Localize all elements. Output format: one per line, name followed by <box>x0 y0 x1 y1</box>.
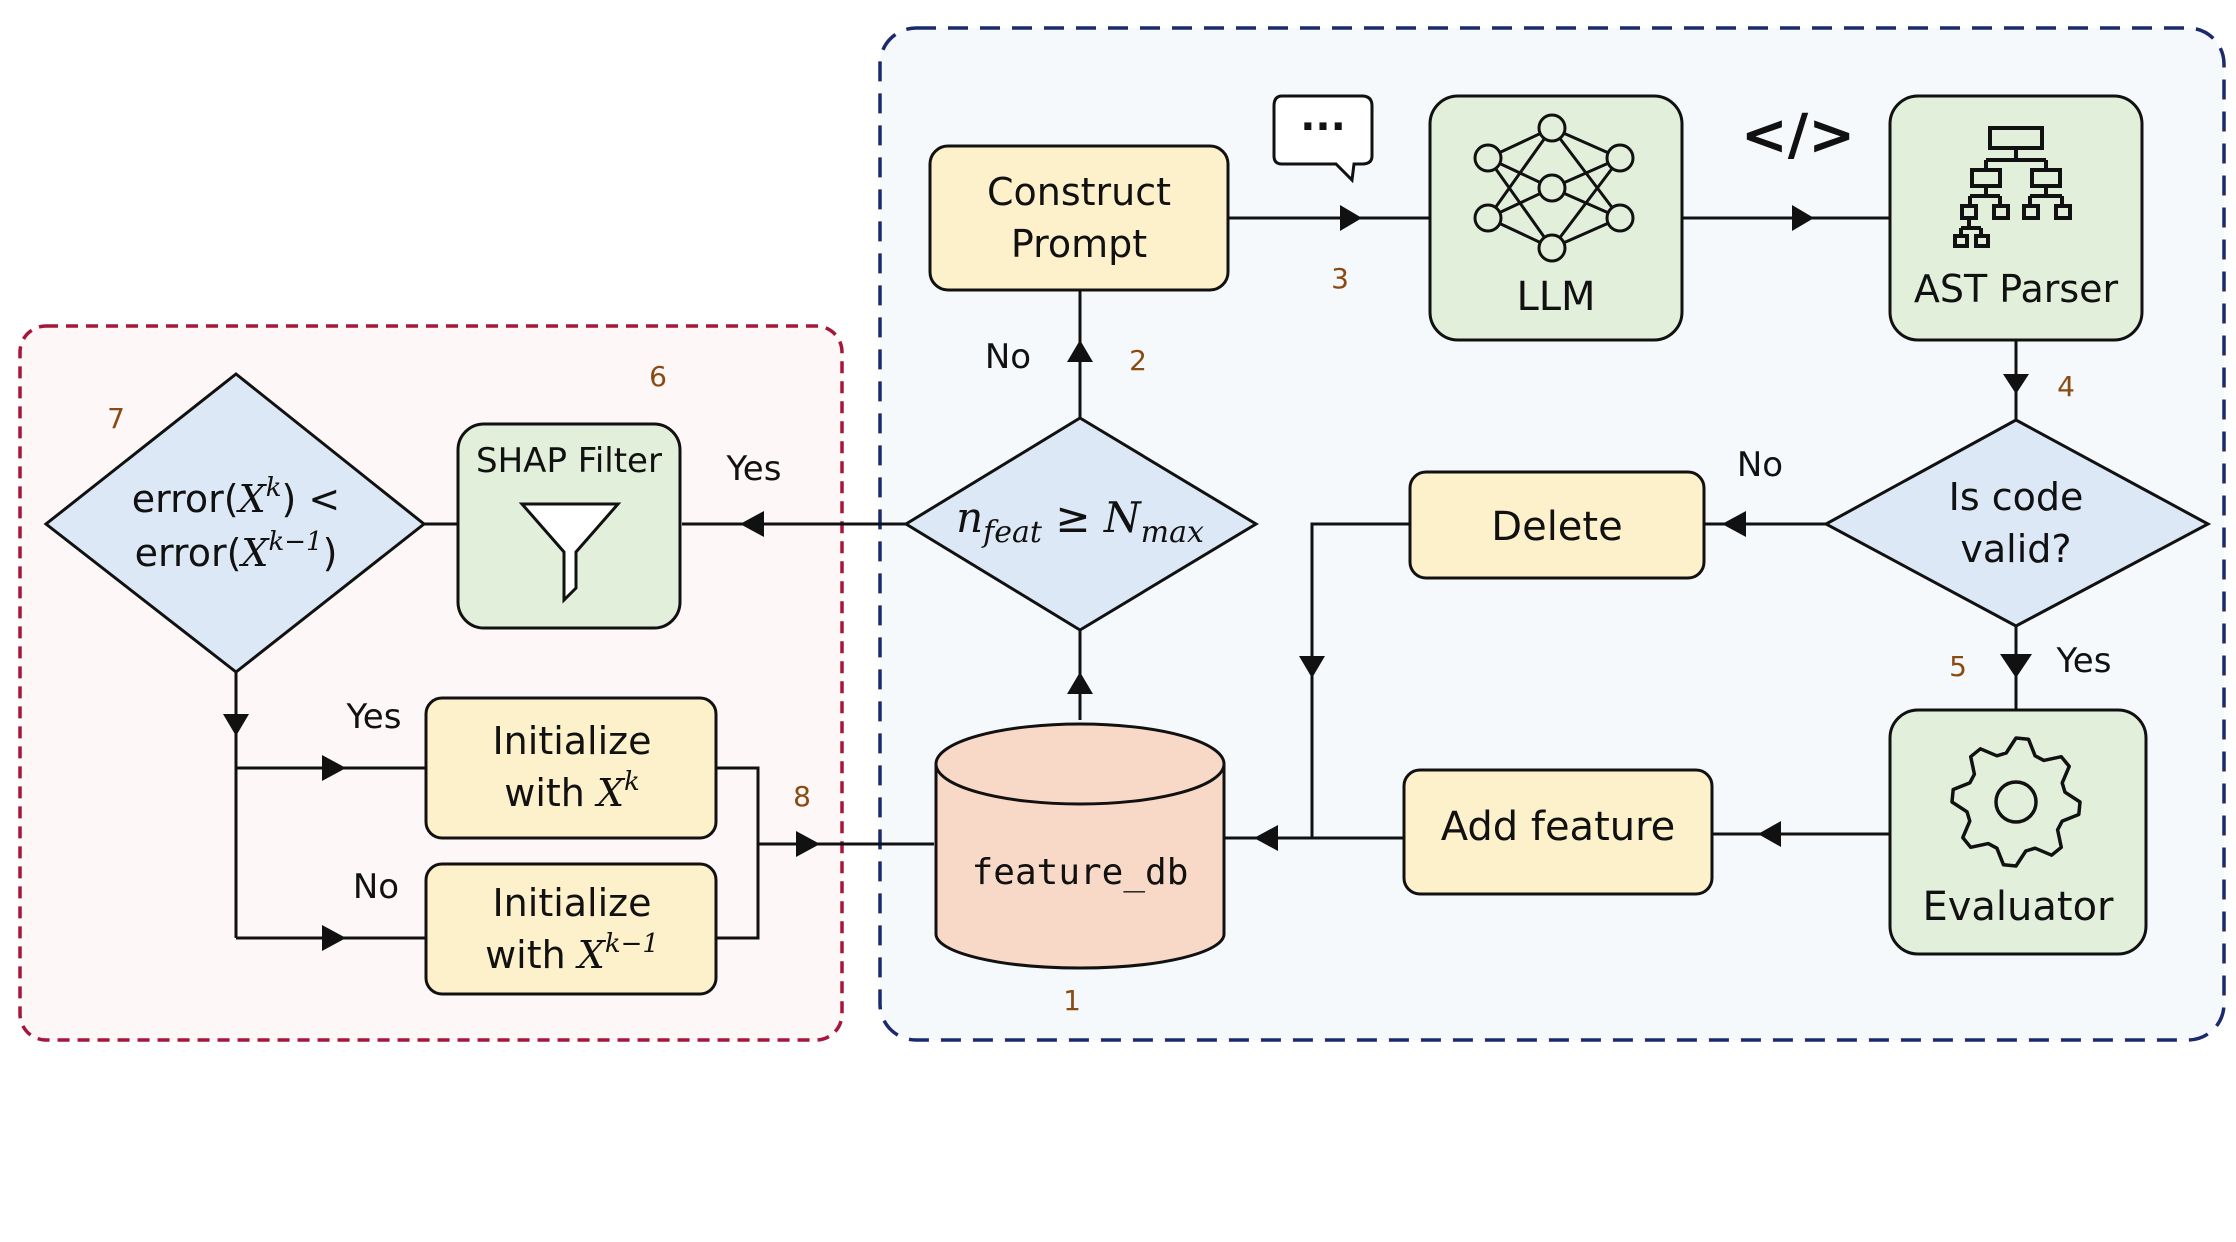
nfeat-condition: nfeat ≥ Nmax <box>956 493 1204 550</box>
feature-db-label: feature_db <box>972 852 1189 893</box>
gear-outline <box>1950 736 2082 868</box>
init-xk-node: Initialize with Xk <box>424 696 718 840</box>
chat-bubble-icon: ··· <box>1272 94 1374 184</box>
construct-prompt-line1: Construct <box>987 170 1171 214</box>
edge-label-no-prompt: No <box>985 337 1031 377</box>
evaluator-label: Evaluator <box>1922 884 2114 930</box>
hierarchy-tree-icon <box>1953 126 2072 248</box>
ast-parser-node: AST Parser <box>1888 94 2144 342</box>
init-xk-line1: Initialize <box>492 719 651 763</box>
step-number-6: 6 <box>649 360 667 393</box>
init-xk-line2: with Xk <box>504 767 640 815</box>
delete-node: Delete <box>1408 470 1706 580</box>
delete-label: Delete <box>1491 504 1622 550</box>
error-condition-line2: error(Xk−1) <box>135 527 338 575</box>
step-number-1: 1 <box>1063 984 1081 1017</box>
shap-filter-node: SHAP Filter <box>456 422 682 630</box>
construct-prompt-line2: Prompt <box>1011 222 1147 266</box>
neural-network-icon <box>1473 113 1635 263</box>
code-valid-line2: valid? <box>1960 527 2071 571</box>
step-number-4: 4 <box>2057 370 2075 403</box>
arrowheads <box>223 205 2032 951</box>
step-numbers: 1 2 3 4 5 6 7 8 <box>107 262 2075 1017</box>
edge-label-yes-eval: Yes <box>2056 641 2112 681</box>
edge-labels: No Yes No Yes Yes No <box>346 337 2112 907</box>
code-tag-icon: </> <box>1741 103 1855 168</box>
llm-label: LLM <box>1516 274 1595 320</box>
add-feature-node: Add feature <box>1402 768 1714 896</box>
add-feature-label: Add feature <box>1441 804 1676 850</box>
llm-node: LLM <box>1428 94 1684 342</box>
error-decision: error(Xk) < error(Xk−1) <box>43 372 427 674</box>
edge-label-no-init: No <box>353 867 399 907</box>
step-number-7: 7 <box>107 402 125 435</box>
init-xk1-node: Initialize with Xk−1 <box>424 862 718 996</box>
code-valid-line1: Is code <box>1949 475 2084 519</box>
error-condition-line1: error(Xk) < <box>132 473 340 521</box>
funnel-icon <box>518 502 622 604</box>
shap-filter-label: SHAP Filter <box>476 441 662 481</box>
edge-label-no-delete: No <box>1737 445 1783 485</box>
step-number-3: 3 <box>1331 262 1349 295</box>
init-xk1-line1: Initialize <box>492 881 651 925</box>
code-valid-decision: Is code valid? <box>1822 418 2212 628</box>
chat-dots: ··· <box>1300 104 1346 150</box>
ast-parser-label: AST Parser <box>1914 267 2119 311</box>
feature-db-node: feature_db <box>934 722 1226 970</box>
step-number-8: 8 <box>793 780 811 813</box>
evaluator-node: Evaluator <box>1888 708 2148 956</box>
edge-label-yes-init: Yes <box>346 697 402 737</box>
edge-label-yes-shap: Yes <box>726 449 782 489</box>
nfeat-decision: nfeat ≥ Nmax <box>903 416 1259 632</box>
gear-icon <box>1950 736 2082 868</box>
init-xk1-line2: with Xk−1 <box>485 929 659 977</box>
gear-hub <box>1994 780 2038 824</box>
construct-prompt-node: Construct Prompt <box>928 144 1230 292</box>
step-number-2: 2 <box>1129 344 1147 377</box>
step-number-5: 5 <box>1949 650 1967 683</box>
